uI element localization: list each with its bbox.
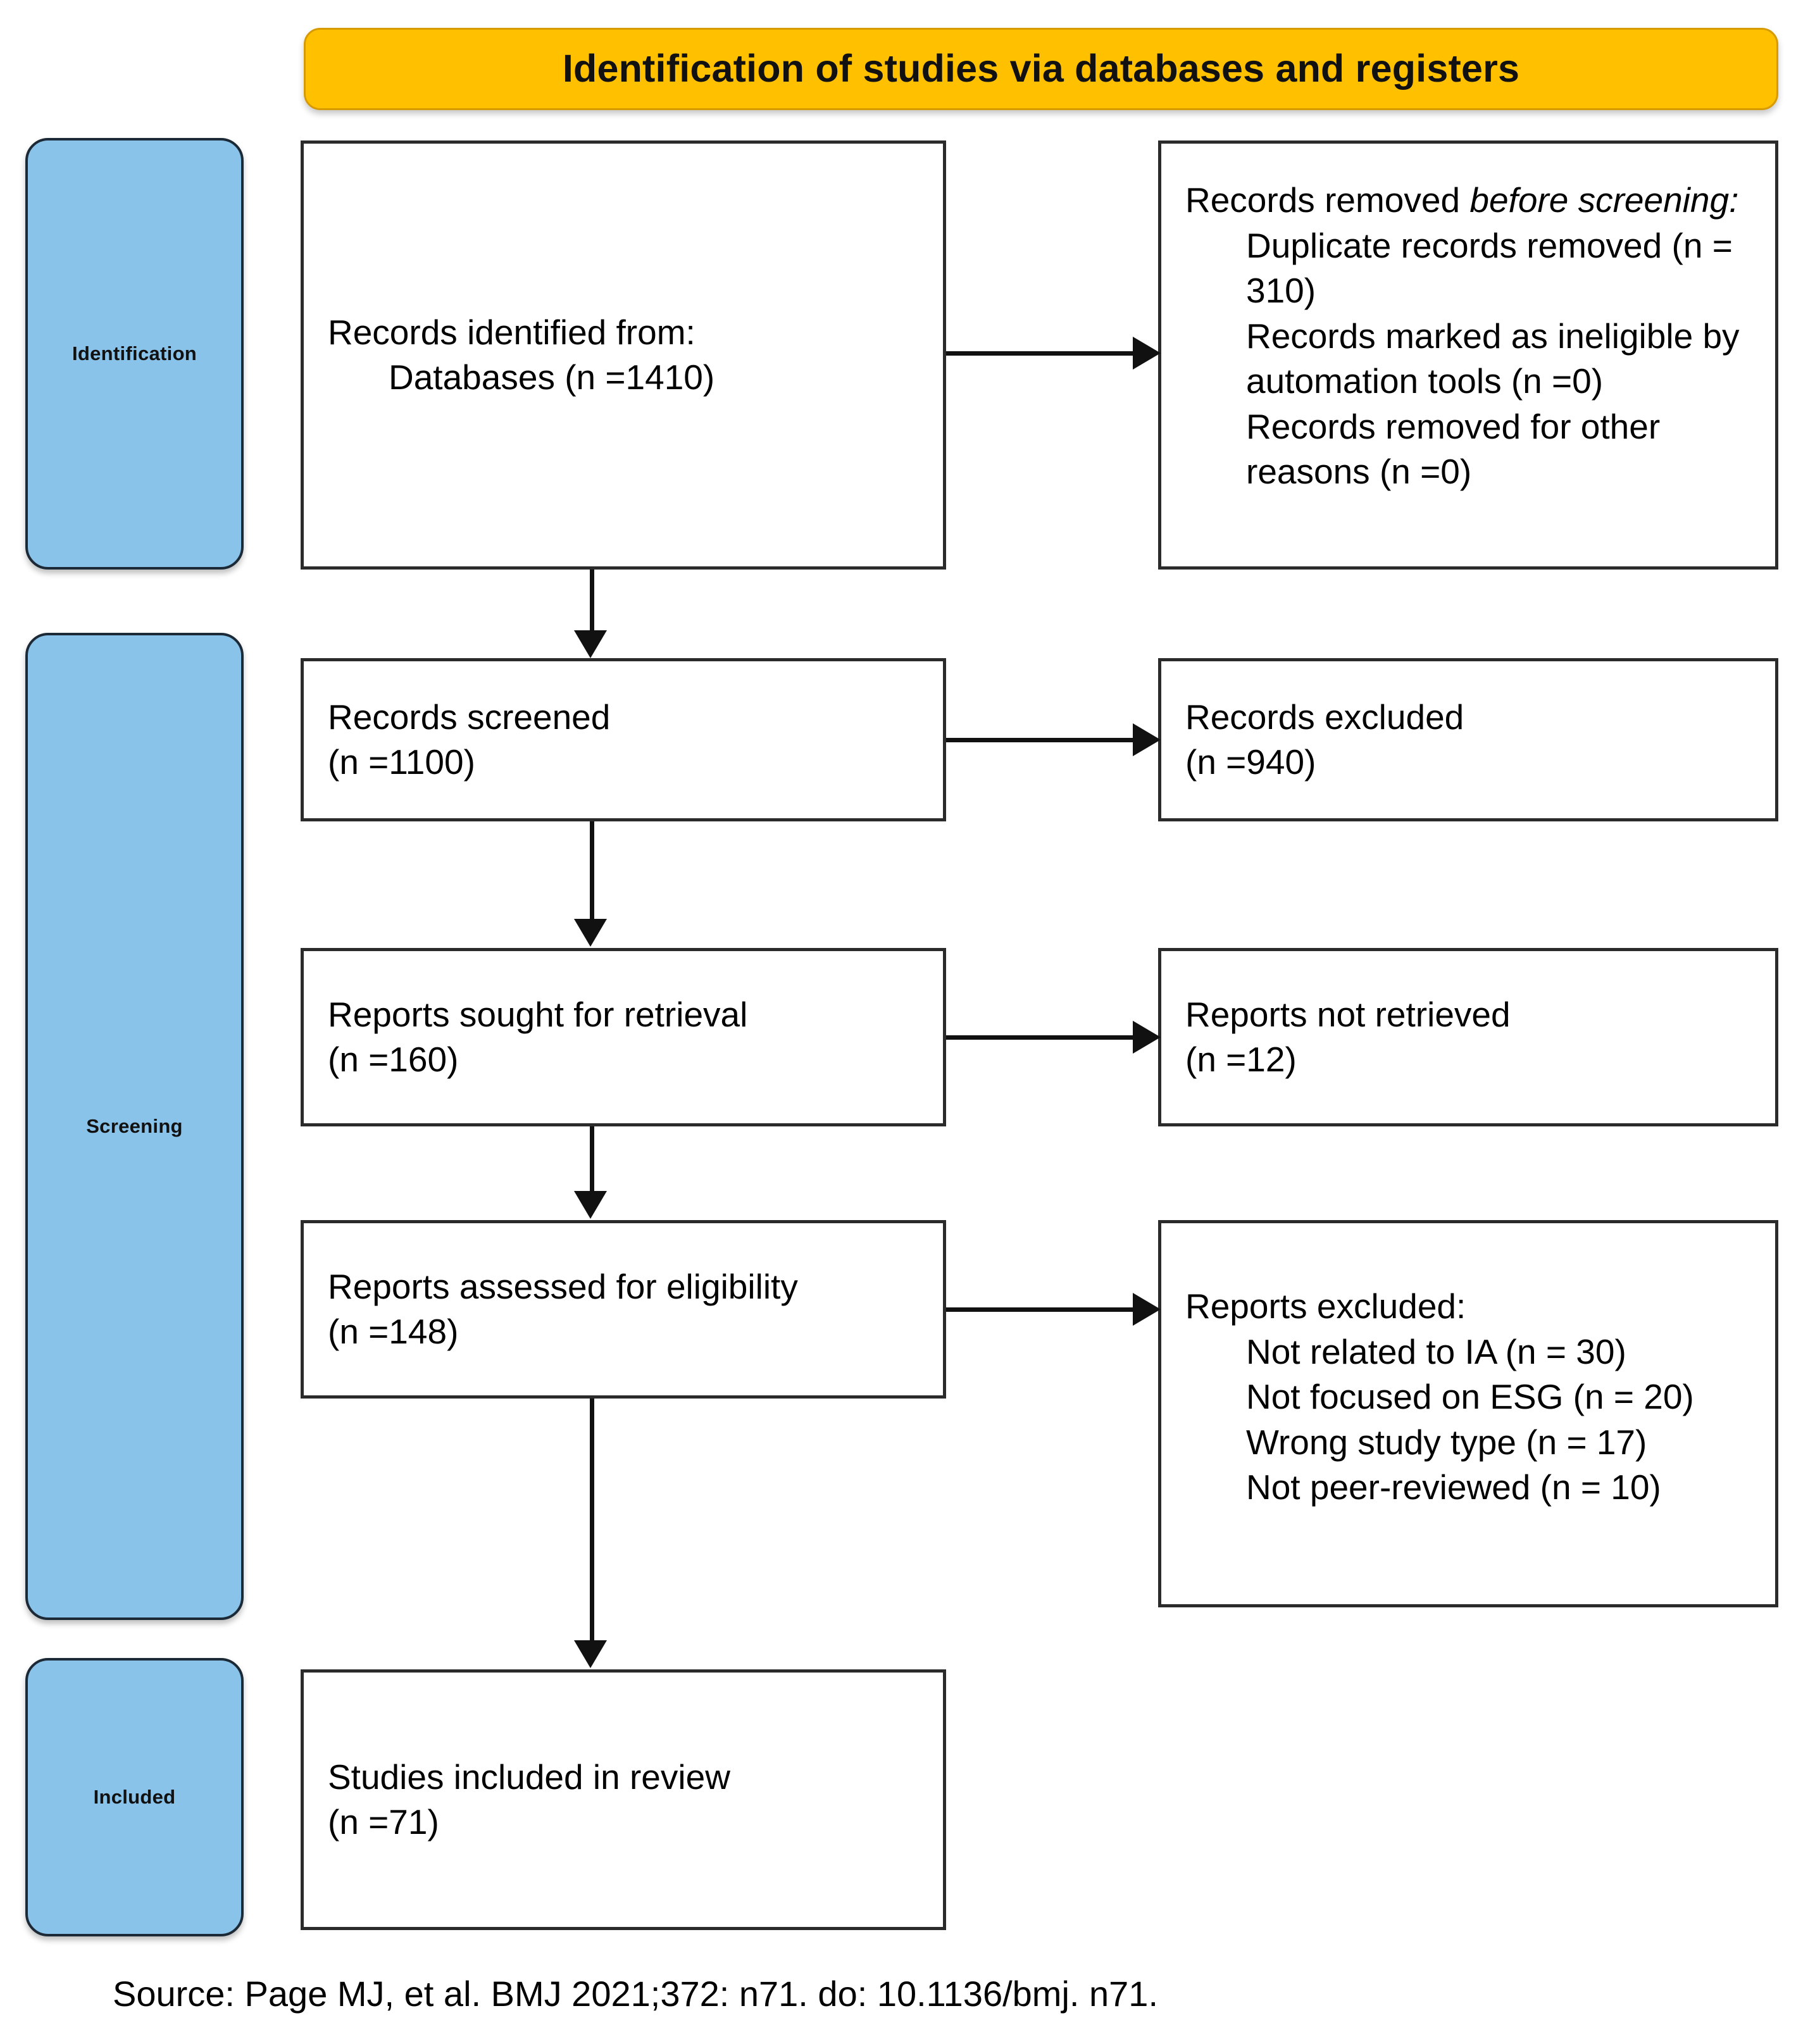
box-reports-sought: Reports sought for retrieval (n =160) [301,948,946,1126]
connector-assessed-to-included-line [590,1399,594,1643]
records-identified-line1: Records identified from: [328,312,695,352]
box-reports-not-retrieved: Reports not retrieved (n =12) [1158,948,1778,1126]
box-records-excluded: Records excluded (n =940) [1158,658,1778,821]
records-removed-item-0: Duplicate records removed (n = 310) [1246,225,1743,311]
connector-identified-to-screened-line [590,570,594,633]
stage-label-screening: Screening [25,633,244,1620]
box-records-excluded-text: Records excluded (n =940) [1185,695,1464,785]
reports-excluded-item-3: Not peer-reviewed (n = 10) [1246,1468,1661,1507]
stage-label-screening-text: Screening [86,1115,183,1137]
box-records-identified: Records identified from: Databases (n =14… [301,140,946,570]
stage-label-identification-text: Identification [72,342,197,365]
records-excluded-line2: (n =940) [1185,742,1316,782]
records-removed-item-1: Records marked as ineligible by automati… [1246,316,1749,401]
connector-screened-to-excluded-line [946,738,1136,742]
box-records-removed-text: Records removed before screening: Duplica… [1185,144,1751,495]
records-screened-line1: Records screened [328,697,611,737]
studies-included-line2: (n =71) [328,1802,439,1841]
records-removed-head-colon: : [1729,180,1739,220]
reports-excluded-item-1: Not focused on ESG (n = 20) [1246,1377,1694,1416]
connector-sought-to-assessed-arrow [574,1191,607,1219]
records-screened-line2: (n =1100) [328,742,475,782]
reports-not-retrieved-line2: (n =12) [1185,1040,1297,1079]
connector-assessed-to-excluded-line [946,1307,1136,1312]
reports-sought-line2: (n =160) [328,1040,459,1079]
box-reports-excluded-text: Reports excluded: Not related to IA (n = … [1185,1223,1694,1511]
connector-screened-to-excluded-arrow [1133,723,1161,756]
connector-sought-to-not-retrieved-line [946,1035,1136,1040]
box-records-removed: Records removed before screening: Duplica… [1158,140,1778,570]
connector-identified-to-screened-arrow [574,630,607,658]
source-citation: Source: Page MJ, et al. BMJ 2021;372: n7… [113,1974,1158,2014]
connector-assessed-to-excluded-arrow [1133,1293,1161,1326]
box-reports-not-retrieved-text: Reports not retrieved (n =12) [1185,992,1511,1083]
stage-label-included-text: Included [93,1786,176,1808]
stage-label-identification: Identification [25,138,244,570]
records-identified-line2: Databases (n =1410) [389,358,715,397]
reports-excluded-item-0: Not related to IA (n = 30) [1246,1331,1626,1371]
records-removed-item-2: Records removed for other reasons (n =0) [1246,406,1670,492]
diagram-header-banner: Identification of studies via databases … [304,28,1778,110]
records-removed-head-plain: Records removed [1185,180,1470,220]
reports-not-retrieved-line1: Reports not retrieved [1185,994,1511,1034]
box-reports-sought-text: Reports sought for retrieval (n =160) [328,992,747,1083]
connector-sought-to-assessed-line [590,1126,594,1193]
box-studies-included: Studies included in review (n =71) [301,1669,946,1930]
connector-screened-to-sought-line [590,821,594,921]
stage-label-included: Included [25,1658,244,1936]
connector-identified-to-removed-arrow [1133,337,1161,370]
banner-title: Identification of studies via databases … [562,47,1520,90]
connector-identified-to-removed-line [946,351,1136,356]
reports-sought-line1: Reports sought for retrieval [328,994,748,1034]
reports-excluded-item-2: Wrong study type (n = 17) [1246,1422,1647,1462]
reports-excluded-head: Reports excluded: [1185,1287,1466,1326]
studies-included-line1: Studies included in review [328,1757,730,1797]
records-removed-head-italic: before screening [1469,180,1730,220]
box-records-identified-text: Records identified from: Databases (n =14… [328,310,714,401]
records-excluded-line1: Records excluded [1185,697,1464,737]
box-reports-assessed-text: Reports assessed for eligibility (n =148) [328,1264,798,1355]
reports-assessed-line2: (n =148) [328,1312,459,1351]
box-records-screened: Records screened (n =1100) [301,658,946,821]
connector-assessed-to-included-arrow [574,1640,607,1668]
box-records-screened-text: Records screened (n =1100) [328,695,610,785]
box-reports-excluded: Reports excluded: Not related to IA (n = … [1158,1220,1778,1607]
connector-screened-to-sought-arrow [574,919,607,947]
connector-sought-to-not-retrieved-arrow [1133,1021,1161,1054]
reports-assessed-line1: Reports assessed for eligibility [328,1266,798,1306]
box-studies-included-text: Studies included in review (n =71) [328,1755,730,1845]
box-reports-assessed: Reports assessed for eligibility (n =148) [301,1220,946,1399]
